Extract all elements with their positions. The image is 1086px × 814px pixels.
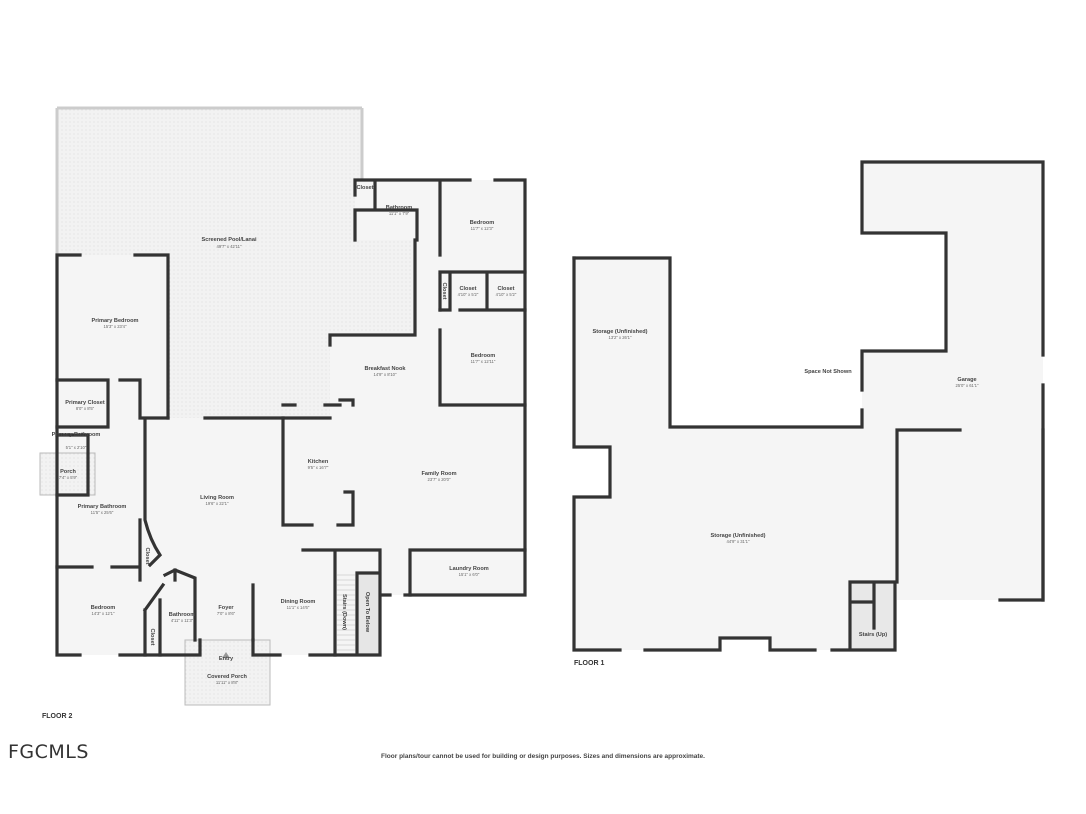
lanai-area [57,108,415,418]
mls-logo: FGCMLS [8,741,89,763]
room-label: Bedroom [470,220,495,226]
room-dims: 11'7" x 12'3" [471,226,494,231]
floor-1-labels: Storage (Unfinished) 13'2" x 26'1" Space… [592,329,979,638]
room-label: Closet [356,185,373,191]
room-dims: 11'5" x 25'6" [91,510,114,515]
room-dims: 19'6" x 22'1" [206,501,229,506]
room-dims: 15'1" x 6'0" [459,572,480,577]
room-dims: 49'7" x 42'11" [217,244,242,249]
room-label: Covered Porch [207,674,247,680]
floor-1-plan: Storage (Unfinished) 13'2" x 26'1" Space… [572,160,1045,667]
room-label: Kitchen [308,459,329,465]
room-label: Storage (Unfinished) [592,329,647,335]
room-label: Closet [144,547,150,564]
room-dims: 11'1" x 7'9" [389,211,410,216]
room-dims: 14'3" x 12'1" [92,611,115,616]
room-label: Bathroom [169,612,195,618]
room-dims: 4'10" x 5'2" [458,292,479,297]
floor-1-label: FLOOR 1 [574,660,604,667]
room-dims: 4'10" x 5'2" [496,292,517,297]
room-label: Closet [459,286,476,292]
disclaimer-text: Floor plans/tour cannot be used for buil… [381,753,705,760]
room-dims: 4'11" x 11'3" [171,618,194,623]
room-label: Open To Below [364,592,370,633]
room-dims: 44'9" x 31'1" [727,539,750,544]
garage-area [862,162,1043,600]
room-label: Entry [219,656,234,662]
room-dims: 11'1" x 14'6" [287,605,310,610]
room-label: Foyer [218,605,234,611]
room-dims: 8'0" x 8'5" [76,406,95,411]
room-label: Primary Bathroom [52,432,101,438]
room-label: Storage (Unfinished) [710,533,765,539]
room-dims: 23'7" x 20'0" [428,477,451,482]
room-label: Dining Room [281,599,316,605]
room-dims: 25'0" x 61'1" [956,383,979,388]
room-label: Closet [441,282,447,299]
room-dims: 14'9" x 8'10" [374,372,397,377]
floor-2-plan: Screened Pool/Lanai 49'7" x 42'11" Close… [39,106,527,720]
room-label: Closet [149,628,155,645]
room-label: Laundry Room [449,566,488,572]
covered-porch-area [184,639,271,706]
open-to-below-area [357,573,379,655]
room-dims: 11'7" x 12'11" [471,359,496,364]
stairs-down [337,574,355,651]
room-label: Bedroom [91,605,116,611]
room-dims: 9'5" x 16'7" [308,465,329,470]
floor-2-label: FLOOR 2 [42,713,72,720]
room-label: Living Room [200,495,234,501]
room-label: Primary Bathroom [78,504,127,510]
room-dims: 7'4" x 5'9" [59,475,78,480]
room-label: Porch [60,469,76,475]
floor-1-storage-area [574,258,895,650]
entry-arrow-icon [222,652,230,658]
room-dims: 7'0" x 8'6" [217,611,236,616]
room-dims: 5'1" x 2'10" [66,445,87,450]
floor-2-walls [55,178,527,657]
room-label: Stairs (Up) [859,632,887,638]
room-label: Closet [497,286,514,292]
floor-1-walls [572,160,1045,652]
room-label: Primary Bedroom [92,318,139,324]
room-dims: 13'2" x 26'1" [609,335,632,340]
room-label: Space Not Shown [804,369,852,375]
room-label: Bathroom [386,205,412,211]
room-dims: 15'3" x 23'4" [104,324,127,329]
room-label: Breakfast Nook [364,366,406,372]
room-label: Stairs (Down) [341,594,347,630]
floor-2-labels: Screened Pool/Lanai 49'7" x 42'11" Close… [52,185,517,685]
room-label: Bedroom [471,353,496,359]
room-label: Screened Pool/Lanai [201,237,256,243]
room-label: Primary Closet [65,400,105,406]
room-label: Garage [957,377,976,383]
porch-area [39,452,96,496]
floor-2-interior [57,180,525,655]
room-label: Family Room [421,471,456,477]
room-dims: 11'11" x 8'8" [216,680,239,685]
